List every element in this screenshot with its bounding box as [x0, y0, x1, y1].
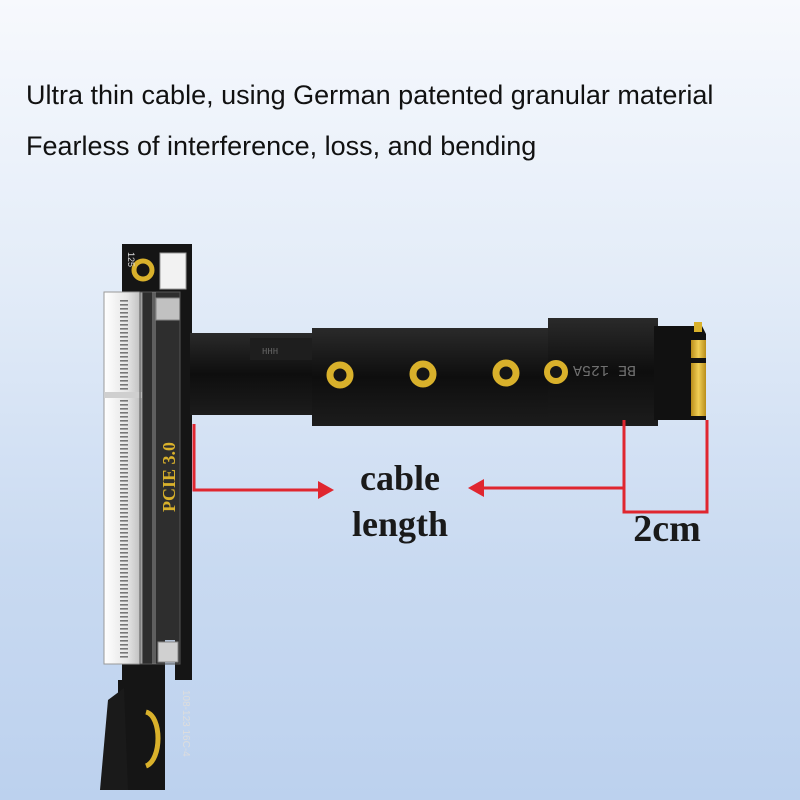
- headline-line-2: Fearless of interference, loss, and bend…: [26, 131, 537, 161]
- left-arrowhead: [468, 479, 484, 497]
- pcie-version-label: PCIE 3.0: [159, 442, 179, 512]
- pcie-x16-slot: [103, 291, 181, 665]
- m2-connector: [654, 322, 706, 420]
- board-top-marking: 125: [126, 252, 136, 267]
- cable-hole-1: [326, 361, 354, 389]
- right-arrowhead: [318, 481, 334, 499]
- cable-marking-1: HHH: [262, 347, 278, 357]
- headline-line-1: Ultra thin cable, using German patented …: [26, 80, 714, 110]
- cable-length-word-1: cable: [360, 458, 440, 498]
- left-dimension-line: [192, 424, 322, 492]
- connector-distance-label: 2cm: [633, 508, 701, 550]
- bottom-bracket: 108-123 16C-4: [100, 688, 191, 790]
- power-connector: [159, 252, 187, 290]
- cable-hole-3: [492, 359, 520, 387]
- cable-marking-2: BE 125A: [573, 361, 636, 378]
- cable-length-label: cable length: [330, 455, 470, 547]
- cable-length-word-2: length: [351, 504, 448, 544]
- cable-hole-4: [544, 360, 568, 384]
- flat-cable: HHH BE 125A: [190, 318, 658, 426]
- cable-hole-2: [409, 360, 437, 388]
- dimension-arrows: [192, 420, 709, 514]
- connector-bracket-line: [622, 420, 709, 514]
- board-bottom-marking: 108-123 16C-4: [180, 690, 191, 757]
- mount-hole-top: [131, 258, 155, 282]
